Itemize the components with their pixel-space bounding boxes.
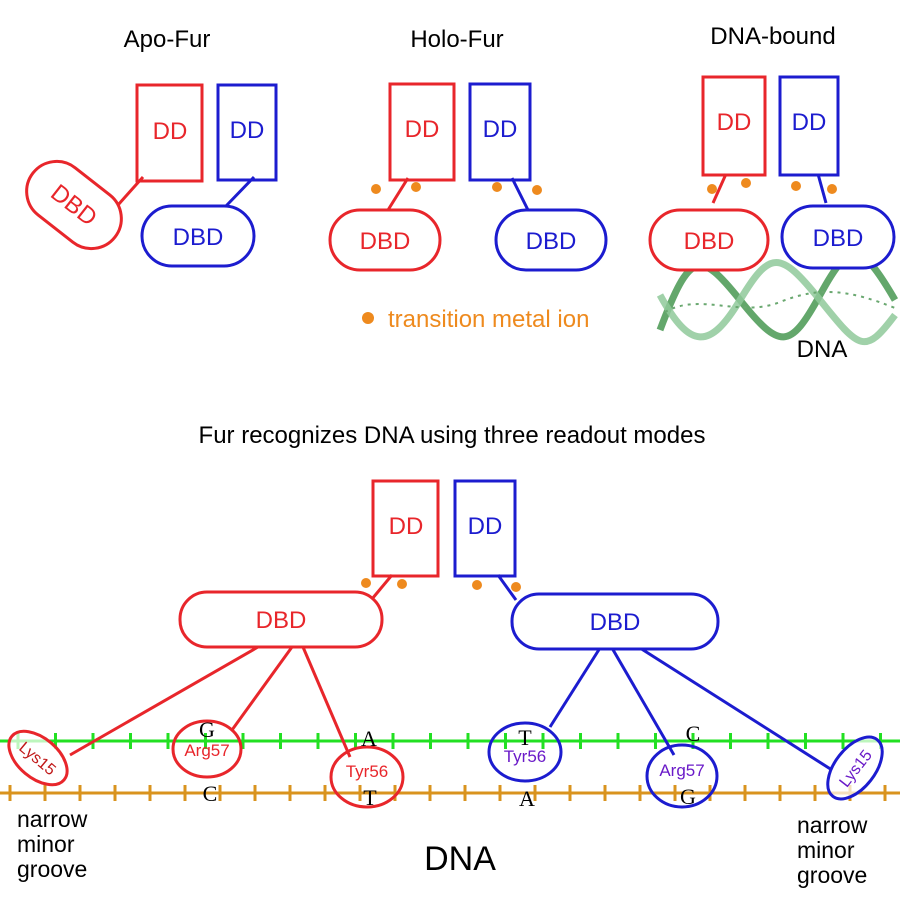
base-t-left: T [363, 785, 377, 810]
bound-dbd-blue [780, 204, 896, 270]
groove-right-line-3: groove [797, 862, 867, 888]
bound-dbd-blue-label: DBD [813, 225, 864, 252]
groove-label-left: narrow minor groove [17, 806, 88, 882]
groove-right-line-2: minor [797, 837, 855, 863]
dimer-linker-blue [496, 574, 518, 601]
dimer-ion-icon [361, 578, 371, 588]
bound-dbd-red-label: DBD [684, 228, 735, 255]
dimer-ion-icon [397, 579, 407, 589]
holo-dbd-blue [494, 208, 608, 272]
dimer-dbd-red-label: DBD [256, 607, 307, 634]
residue-tyr56-right [487, 721, 563, 783]
holo-dbd-red-label: DBD [360, 228, 411, 255]
apo-dbd-blue-label: DBD [173, 224, 224, 251]
apo-linker-blue [224, 175, 256, 208]
dimer-dd-blue-label: DD [468, 513, 503, 540]
groove-left-line-3: groove [17, 856, 87, 882]
bound-dd-red-label: DD [717, 109, 752, 136]
base-c-left: C [203, 781, 218, 806]
apo-linker-red [116, 176, 145, 206]
dimer-ion-icon [472, 580, 482, 590]
dimer-ion-icon [511, 582, 521, 592]
residue-arg57-left [171, 719, 243, 779]
base-g-right: G [680, 784, 696, 809]
residue-tyr56-right-label: Tyr56 [504, 747, 547, 766]
apo-dd-red-label: DD [153, 118, 188, 145]
bound-ion-icon [827, 184, 837, 194]
residue-arg57-right [645, 743, 719, 809]
holo-dd-blue [468, 82, 532, 182]
base-c-right: C [686, 721, 701, 746]
apo-dd-blue-label: DD [230, 117, 265, 144]
bound-ion-icon [741, 178, 751, 188]
apo-dbd-red [25, 159, 123, 251]
base-a-left: A [361, 726, 377, 751]
holo-fur-title: Holo-Fur [410, 26, 503, 53]
bound-ion-icon [707, 184, 717, 194]
residue-lys15-right [826, 735, 884, 801]
holo-dd-red-label: DD [405, 116, 440, 143]
bound-dd-red [701, 75, 767, 177]
apo-fur-title: Apo-Fur [124, 26, 211, 53]
base-t-right: T [518, 725, 532, 750]
ion-legend-dot-icon [362, 312, 374, 324]
residue-lys15-left [7, 729, 69, 787]
ion-legend: transition metal ion [362, 306, 589, 333]
holo-dbd-blue-label: DBD [526, 228, 577, 255]
residue-tyr56-left-label: Tyr56 [346, 762, 389, 781]
holo-ion-icon [411, 182, 421, 192]
groove-label-right: narrow minor groove [797, 812, 868, 888]
holo-linker-red [386, 177, 410, 211]
dimer-linker-red [370, 574, 394, 600]
bound-ion-icon [791, 181, 801, 191]
dimer-dd-blue [453, 479, 517, 578]
base-a-right: A [519, 786, 535, 811]
residue-arg57-left-label: Arg57 [184, 741, 229, 760]
holo-dd-blue-label: DD [483, 116, 518, 143]
groove-left-line-1: narrow [17, 806, 88, 832]
base-g-left: G [199, 717, 215, 742]
holo-ion-icon [492, 182, 502, 192]
residue-tyr56-left [329, 745, 405, 809]
holo-dbd-red [328, 208, 442, 272]
dimer-dd-red-label: DD [389, 513, 424, 540]
dna-ticks [8, 733, 887, 801]
bound-dd-blue [778, 75, 840, 177]
holo-ion-icon [371, 184, 381, 194]
holo-dd-red [388, 82, 456, 182]
dna-strands [0, 733, 900, 801]
dna-bound-panel: DNA-bound DD DD DBD DBD DNA [648, 23, 899, 363]
red-contacts [69, 645, 352, 758]
apo-fur-panel: Apo-Fur DD DD DBD DBD [25, 26, 278, 268]
holo-linker-blue [510, 177, 530, 211]
dimer-dbd-red [178, 590, 384, 649]
groove-right-line-1: narrow [797, 812, 868, 838]
ion-legend-label: transition metal ion [388, 306, 589, 333]
residue-arg57-right-label: Arg57 [659, 761, 704, 780]
dna-bound-title: DNA-bound [710, 23, 835, 50]
holo-ion-icon [532, 185, 542, 195]
bottom-title: Fur recognizes DNA using three readout m… [199, 422, 706, 449]
bound-dd-blue-label: DD [792, 109, 827, 136]
apo-dbd-blue [140, 204, 256, 268]
apo-dd-red [135, 83, 204, 183]
groove-left-line-2: minor [17, 831, 75, 857]
apo-dd-blue [216, 83, 278, 182]
dimer-dbd-blue-label: DBD [590, 609, 641, 636]
bound-dbd-red [648, 208, 770, 272]
dna-label: DNA [424, 840, 496, 878]
bound-dna-label: DNA [797, 336, 848, 363]
bound-linker-blue [816, 173, 828, 204]
dimer-dd-red [371, 479, 440, 578]
bound-linker-red [711, 173, 728, 204]
dimer-dbd-blue [510, 592, 720, 651]
blue-contacts [548, 646, 833, 772]
holo-fur-panel: Holo-Fur DD DD DBD DBD [328, 26, 608, 272]
